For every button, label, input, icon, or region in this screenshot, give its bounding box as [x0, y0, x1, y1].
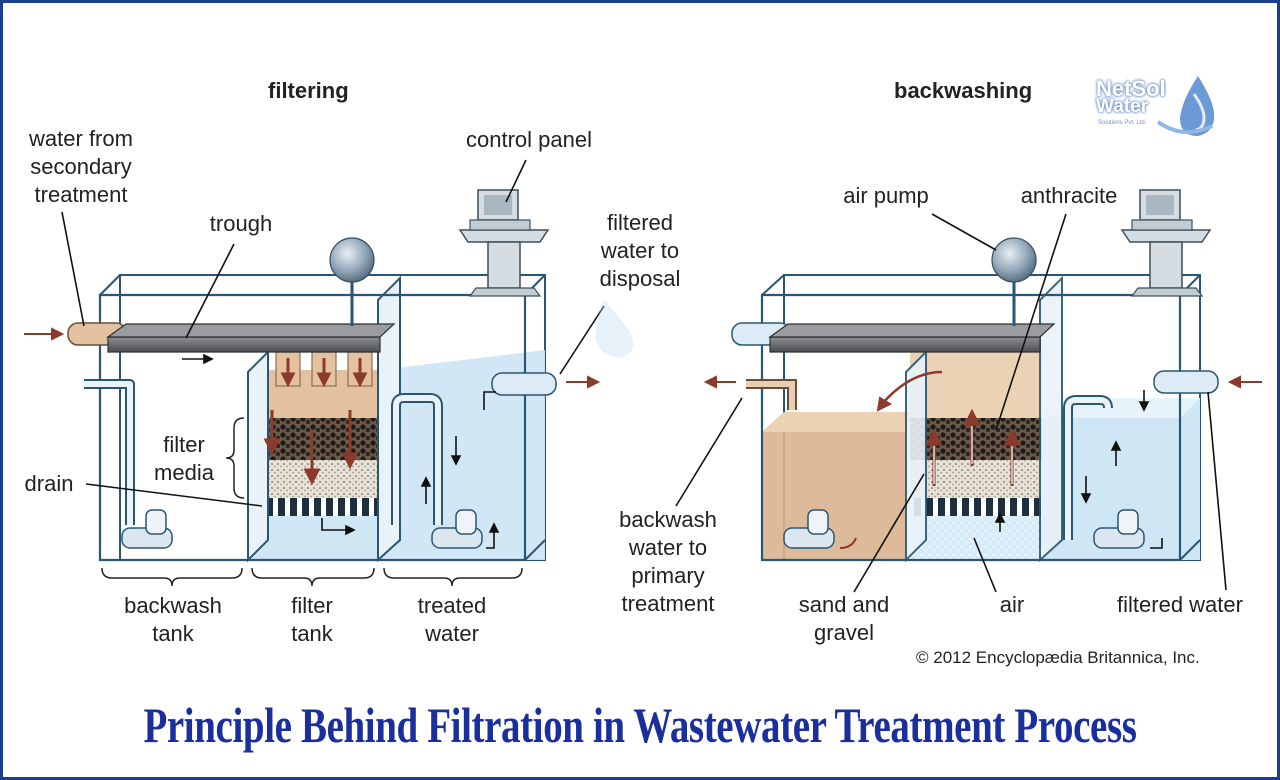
filtering-apparatus — [24, 159, 605, 587]
label-backwash-tank: backwash tank — [124, 593, 222, 646]
bw-filtered-inlet — [1153, 370, 1219, 394]
leaders-right — [675, 213, 1227, 593]
backwash-tan-top — [762, 412, 912, 432]
treated-u-pipe-inner — [393, 395, 441, 525]
bw-pump-right — [1093, 509, 1145, 549]
dome-right — [991, 237, 1037, 283]
bw-trough-top — [768, 323, 1056, 338]
brackets-left — [101, 417, 523, 587]
copyright-notice: © 2012 Encyclopædia Britannica, Inc. — [916, 648, 1200, 667]
right-box-top — [761, 274, 785, 296]
trough-top — [106, 323, 396, 338]
label-air: air — [999, 592, 1025, 617]
logo-text-1: NetSol — [1096, 76, 1166, 101]
left-box-bottom-edge — [524, 539, 546, 561]
heading-filtering: filtering — [268, 78, 349, 103]
underdrain-grill — [248, 498, 378, 516]
bw-partition-left — [905, 349, 927, 563]
label-treated-water: treated water — [417, 593, 487, 646]
label-backwash-water-to-primary: backwash water to primary treatment — [619, 507, 717, 616]
bw-trough-bar — [769, 336, 1041, 353]
bw-pump-left — [783, 509, 835, 549]
label-filtered-water-to-disposal: filtered water to disposal — [599, 210, 681, 291]
leaders-left — [61, 159, 605, 507]
logo-text-2: Water — [1096, 96, 1149, 117]
filter-tank-water — [248, 515, 378, 560]
left-partition — [247, 349, 269, 563]
label-water-from-secondary: water from secondary treatment — [29, 126, 133, 207]
label-filtered-water: filtered water — [1117, 592, 1243, 617]
page-title: Principle Behind Filtration in Wastewate… — [143, 697, 1137, 753]
watermark-center — [595, 300, 634, 358]
label-air-pump: air pump — [843, 183, 929, 208]
pump-backwash — [121, 509, 173, 549]
water-flow-arrows-black — [182, 353, 500, 549]
bw-sand — [910, 460, 1042, 498]
label-filter-media: filter media — [154, 432, 214, 485]
bw-overflow-pipe-inner — [746, 381, 795, 410]
label-drain: drain — [24, 471, 74, 496]
logo-text-3: Solutions Pvt. Ltd. — [1098, 120, 1147, 126]
bw-brown-curl — [839, 537, 857, 549]
bw-air-zone — [910, 516, 1042, 560]
down-arrows-filter — [263, 358, 368, 486]
label-sand-and-gravel: sand and gravel — [798, 592, 890, 645]
bw-black-arrows — [994, 390, 1163, 549]
pump-treated — [431, 509, 483, 549]
heading-backwashing: backwashing — [894, 78, 1033, 103]
water-drop-icon — [1156, 76, 1215, 136]
label-filter-tank: filter tank — [291, 593, 333, 646]
bw-up-arrows-light — [933, 426, 1013, 484]
control-panel-computer — [458, 189, 550, 297]
label-trough: trough — [209, 211, 273, 236]
bw-u-pipe-inner — [1065, 397, 1111, 540]
bw-tan-layer — [910, 352, 1042, 418]
backwash-tan-water — [762, 412, 906, 560]
label-control-panel: control panel — [466, 127, 592, 152]
label-anthracite: anthracite — [1020, 183, 1118, 208]
bw-grill — [910, 498, 1042, 516]
dome-left — [329, 237, 375, 283]
bw-overflow-pipe — [746, 379, 797, 410]
bw-control-panel-computer — [1120, 189, 1212, 297]
backwash-drain-pipe-inner — [84, 381, 133, 525]
netsol-logo: NetSol Water Solutions Pvt. Ltd. — [1092, 74, 1222, 144]
trough-bar — [107, 336, 381, 353]
backwashing-apparatus — [675, 189, 1262, 593]
bw-filtered-water — [1042, 398, 1200, 560]
flow-arrows-left — [24, 327, 601, 389]
bw-partition-right — [1039, 275, 1063, 563]
outlet-pipe — [491, 372, 557, 396]
backwash-drain-pipe — [84, 379, 135, 525]
left-box-top — [99, 274, 121, 296]
bw-flow-arrows — [703, 370, 1262, 412]
